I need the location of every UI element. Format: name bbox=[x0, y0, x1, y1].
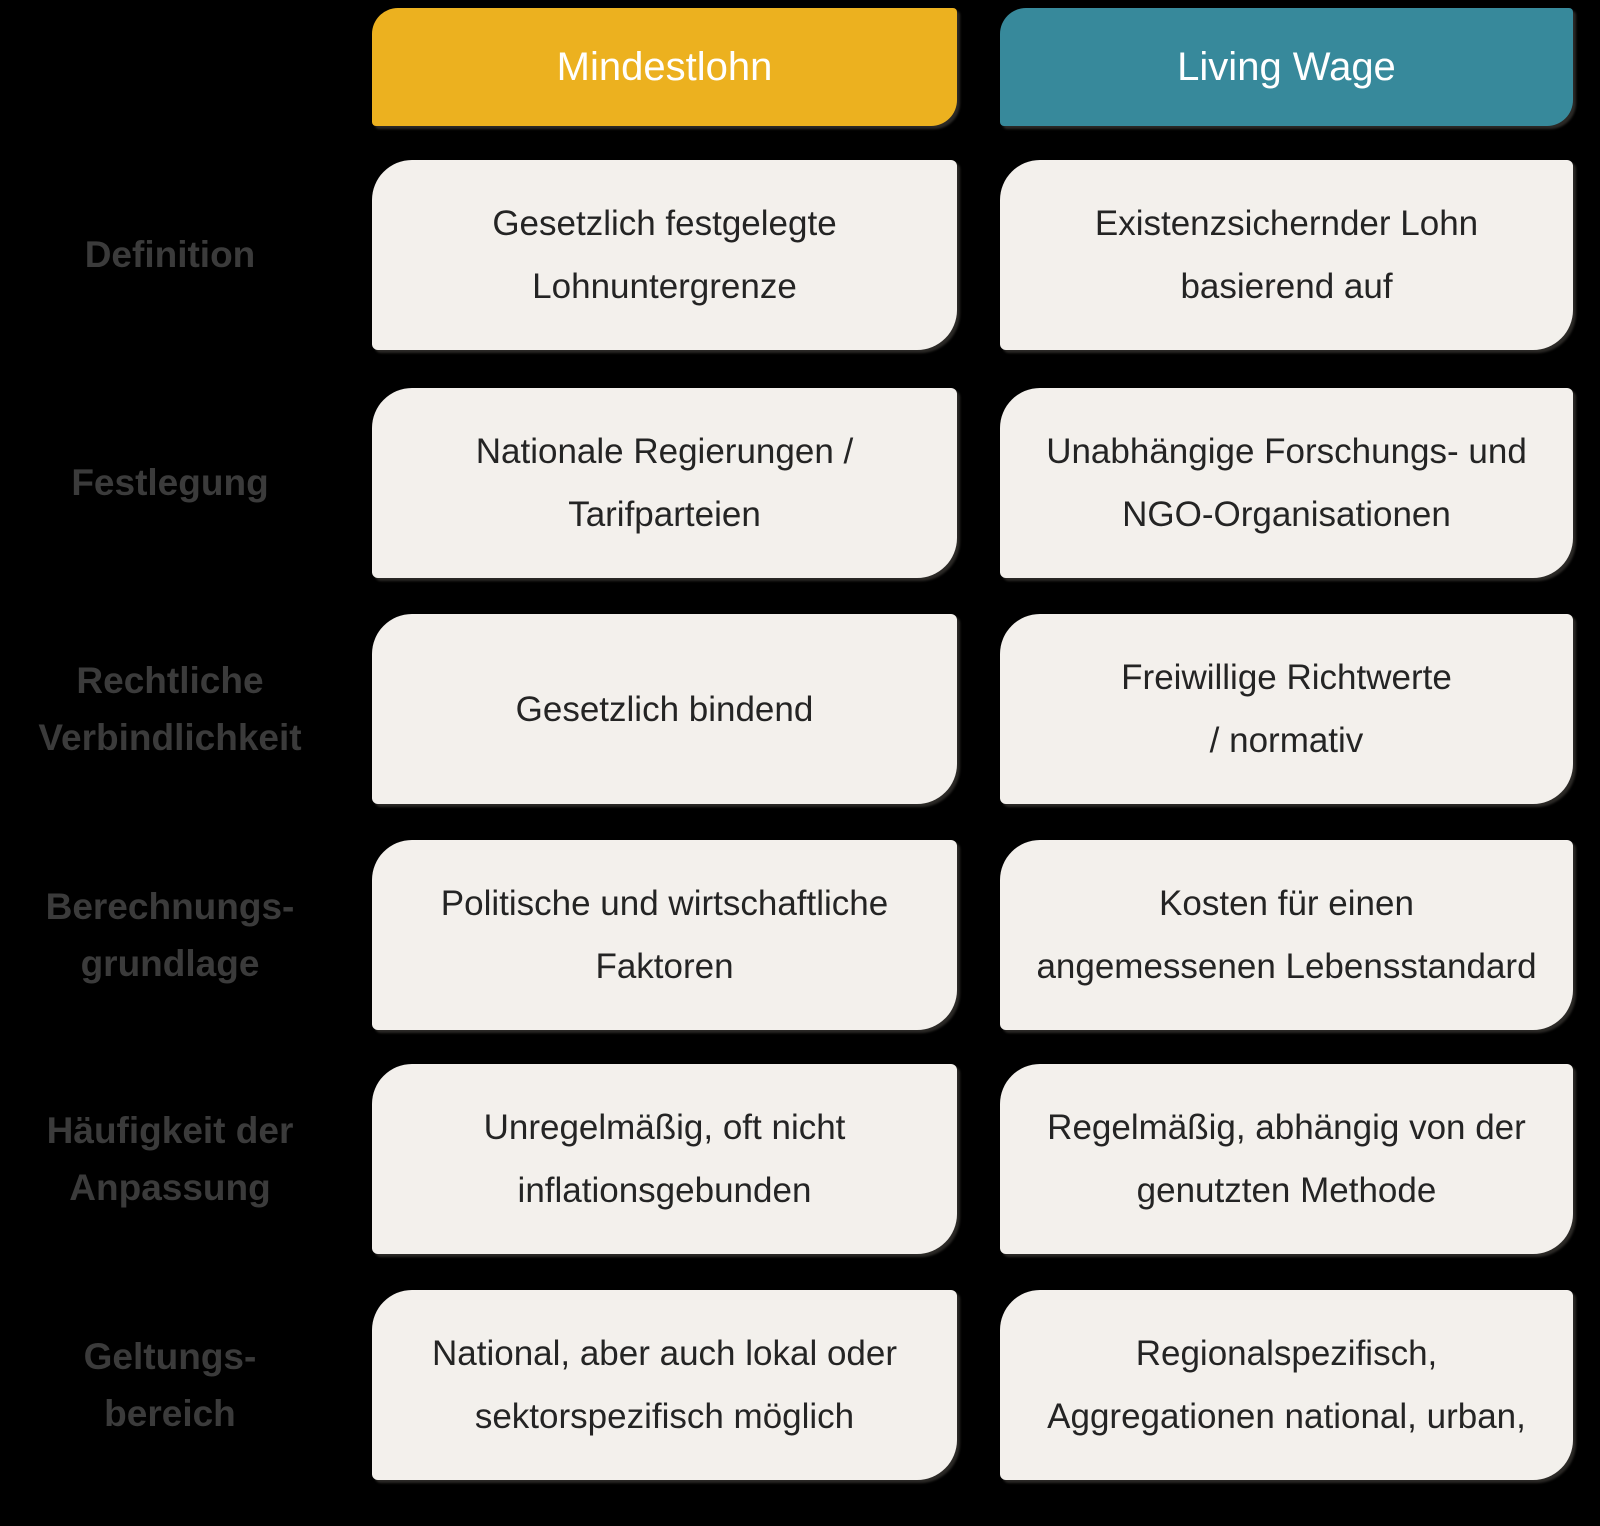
cell-berechnungsgrundlage-living-wage: Kosten für einen angemessenen Lebensstan… bbox=[1000, 840, 1573, 1030]
cell-definition-living-wage: Existenzsichernder Lohn basierend auf bbox=[1000, 160, 1573, 350]
cell-festlegung-mindestlohn: Nationale Regierungen / Tarifparteien bbox=[372, 388, 957, 578]
row-label-geltungsbereich: Geltungs- bereich bbox=[83, 1335, 257, 1434]
cell-geltungsbereich-mindestlohn: National, aber auch lokal oder sektorspe… bbox=[372, 1290, 957, 1480]
cell-rechtliche-verbindlichkeit-living-wage: Freiwillige Richtwerte / normativ bbox=[1000, 614, 1573, 804]
column-header-mindestlohn: Mindestlohn bbox=[372, 8, 957, 126]
column-header-living-wage: Living Wage bbox=[1000, 8, 1573, 126]
row-label-festlegung: Festlegung bbox=[71, 462, 269, 504]
cell-haeufigkeit-der-anpassung-living-wage: Regelmäßig, abhängig von der genutzten M… bbox=[1000, 1064, 1573, 1254]
row-label-rechtliche-verbindlichkeit: Rechtliche Verbindlichkeit bbox=[38, 659, 302, 758]
row-label-berechnungsgrundlage: Berechnungs- grundlage bbox=[45, 885, 295, 984]
cell-haeufigkeit-der-anpassung-mindestlohn: Unregelmäßig, oft nicht inflationsgebund… bbox=[372, 1064, 957, 1254]
row-label-haeufigkeit-der-anpassung: Häufigkeit der Anpassung bbox=[46, 1109, 294, 1208]
cell-festlegung-living-wage: Unabhängige Forschungs- und NGO-Organisa… bbox=[1000, 388, 1573, 578]
row-label-definition: Definition bbox=[84, 234, 256, 276]
cell-berechnungsgrundlage-mindestlohn: Politische und wirtschaftliche Faktoren bbox=[372, 840, 957, 1030]
cell-rechtliche-verbindlichkeit-mindestlohn: Gesetzlich bindend bbox=[372, 614, 957, 804]
cell-definition-mindestlohn: Gesetzlich festgelegte Lohnuntergrenze bbox=[372, 160, 957, 350]
cell-geltungsbereich-living-wage: Regionalspezifisch, Aggregationen nation… bbox=[1000, 1290, 1573, 1480]
